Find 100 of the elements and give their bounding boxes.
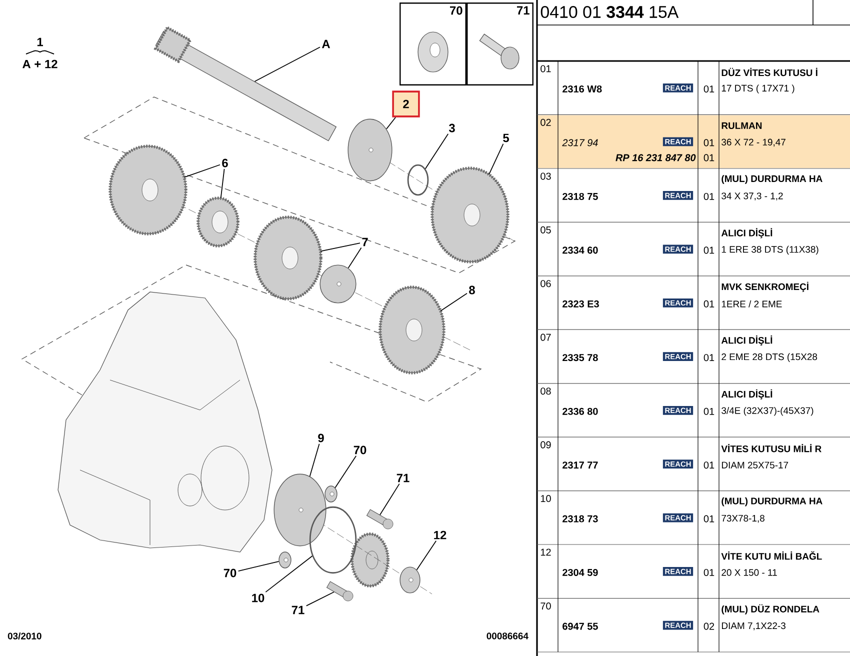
assembly-formula: A + 12	[22, 60, 58, 68]
washer-drawing	[278, 552, 292, 568]
row-number: 03	[540, 172, 551, 180]
row-number: 12	[540, 548, 551, 556]
nut-drawing	[400, 566, 420, 594]
part-title: ALICI DİŞLİ	[721, 228, 772, 238]
bushing-drawing	[320, 264, 356, 304]
gear-drawing	[378, 286, 446, 374]
reference-code: 2336 80	[562, 408, 598, 415]
part-title: ALICI DİŞLİ	[721, 389, 772, 400]
quantity: 01	[704, 300, 714, 308]
part-title: (MUL) DÜZ RONDELA	[722, 604, 820, 614]
row-number: 07	[540, 334, 551, 341]
callout-number: 7	[362, 238, 368, 246]
part-title: (MUL) DURDURMA HA	[722, 497, 822, 506]
reference-code: RP 16 231 847 80	[616, 154, 696, 162]
callout-number: 8	[469, 286, 475, 294]
part-description: 2 EME 28 DTS (15X28	[722, 353, 818, 362]
reference-code: 6947 55	[562, 622, 598, 630]
part-description: 17 DTS ( 17X71 )	[722, 84, 794, 94]
leader-line	[440, 292, 468, 312]
part-description: 36 X 72 - 19,47	[722, 138, 786, 147]
part-title: VİTES KUTUSU MİLİ R	[721, 444, 822, 452]
reference-code: 2323 E3	[562, 300, 599, 308]
inset-box: 70	[400, 2, 466, 86]
leader-line	[416, 540, 437, 570]
drawing-number: 00086664	[486, 632, 528, 640]
sleeve-drawing	[196, 196, 240, 248]
row-number: 02	[540, 118, 551, 126]
callout-number: 71	[292, 606, 304, 614]
row-number: 05	[540, 226, 551, 234]
part-title: RULMAN	[722, 122, 762, 129]
part-description: 1 ERE 38 DTS (11X38)	[722, 246, 818, 255]
bearing-drawing	[274, 474, 326, 546]
part-title: (MUL) DURDURMA HA	[722, 175, 822, 184]
callout-letter: A	[322, 40, 330, 48]
callout-number: 6	[222, 158, 228, 168]
quantity: 01	[704, 462, 714, 469]
callout-number: 71	[396, 474, 410, 482]
quantity: 01	[704, 154, 714, 162]
callout-number: 70	[354, 446, 366, 454]
callout-number: 2	[392, 90, 420, 118]
part-title: VİTE KUTU MİLİ BAĞL	[721, 551, 822, 560]
row-number: 08	[540, 388, 551, 395]
part-description: 3/4E (32X37)-(45X37)	[722, 406, 814, 416]
leader-line	[380, 483, 400, 516]
reference-code: 2304 59	[562, 568, 598, 576]
part-description: 34 X 37,3 - 1,2	[722, 192, 783, 200]
callout-number: 70	[224, 568, 236, 578]
leader-line	[320, 242, 360, 252]
quantity: 01	[704, 85, 714, 93]
inset-box: 71	[466, 2, 534, 86]
quantity: 01	[704, 408, 714, 415]
quantity: 02	[704, 622, 714, 630]
reference-code: 2317 77	[562, 462, 598, 469]
reference-code: 2317 94	[562, 139, 598, 146]
part-description: 1ERE / 2 EME	[722, 300, 782, 308]
bolt-drawing	[366, 509, 394, 530]
callout-number: 12	[434, 530, 446, 540]
date-label: 03/2010	[8, 632, 42, 640]
quantity: 01	[704, 246, 714, 254]
leader-line	[424, 133, 449, 170]
leader-line	[220, 168, 225, 198]
part-description: 73X78-1,8	[722, 514, 764, 523]
reference-code: 2335 78	[562, 354, 598, 362]
snap-ring-drawing	[309, 506, 357, 574]
part-title: MVK SENKROMEÇİ	[722, 282, 808, 292]
part-title: DÜZ VİTES KUTUSU İ	[722, 68, 818, 76]
leader-line	[386, 116, 396, 130]
quantity: 01	[704, 354, 714, 362]
reference-code: 2318 75	[562, 192, 598, 200]
washer-drawing	[324, 486, 338, 502]
synchronizer-drawing	[108, 144, 188, 236]
assembly-number: 1	[37, 38, 43, 46]
callout-number: 10	[252, 594, 264, 602]
quantity: 01	[704, 192, 714, 200]
leader-line	[184, 164, 220, 178]
quantity: 01	[704, 568, 714, 576]
reference-code: 2334 60	[562, 246, 598, 254]
leader-line	[306, 592, 334, 606]
quantity: 01	[704, 515, 714, 522]
part-description: DIAM 7,1X22-3	[722, 622, 786, 630]
part-title: ALICI DİŞLİ	[721, 336, 772, 346]
leader-line	[238, 561, 280, 572]
leader-line	[348, 247, 362, 268]
leader-line	[254, 46, 320, 82]
reference-code: 2318 73	[562, 515, 598, 522]
retaining-ring-drawing	[407, 164, 429, 196]
gear-drawing	[430, 166, 510, 264]
leader-line	[265, 556, 313, 593]
bearing-drawing	[348, 118, 392, 182]
callout-number: 3	[448, 124, 455, 132]
callout-number: 5	[503, 134, 509, 142]
part-description: DIAM 25X75-17	[722, 462, 788, 468]
row-number: 06	[540, 280, 551, 288]
bolt-drawing	[326, 581, 354, 602]
row-number: 09	[540, 441, 551, 448]
part-description: 20 X 150 - 11	[722, 569, 777, 576]
callout-number: 9	[318, 434, 324, 442]
row-number: 70	[540, 602, 551, 610]
